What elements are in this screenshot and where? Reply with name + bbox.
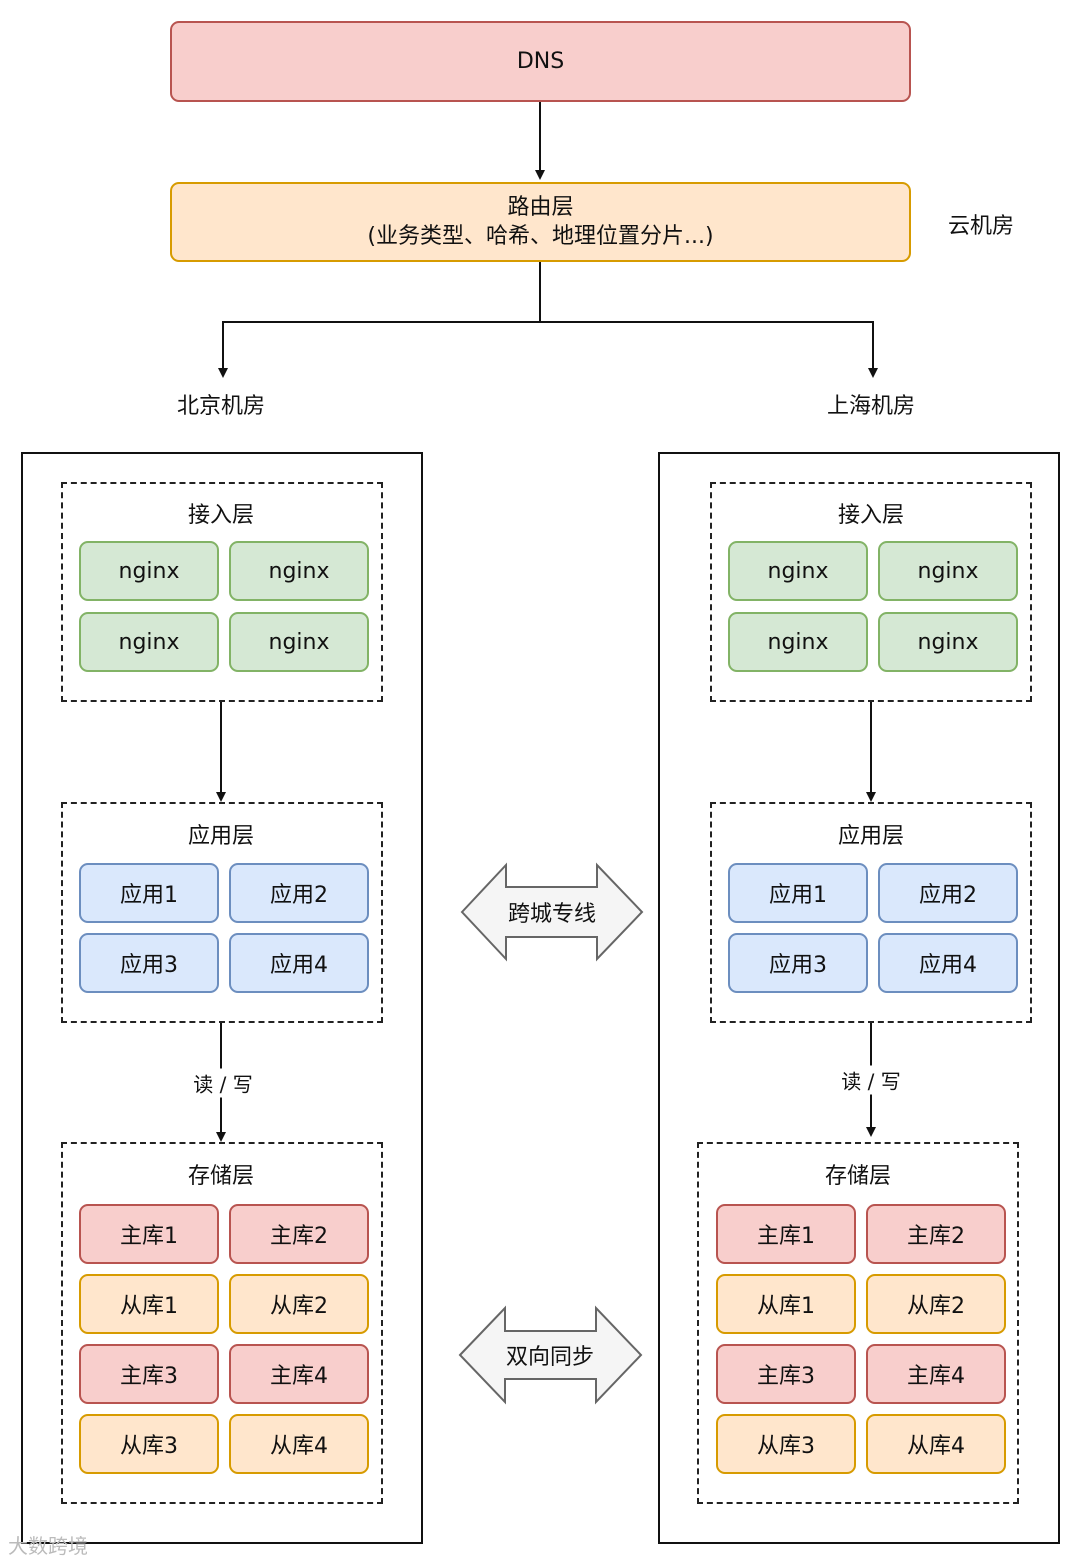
bj-nginx-node: nginx [229,541,369,601]
sh-slave-db: 从库1 [716,1274,856,1334]
cross-city-double-arrow [460,862,644,962]
bj-app-node: 应用2 [229,863,369,923]
shanghai-room-label: 上海机房 [826,394,916,419]
bj-master-db: 主库4 [229,1344,369,1404]
sh-slave-db: 从库2 [866,1274,1006,1334]
bj-app-node: 应用4 [229,933,369,993]
sh-app-layer-title: 应用层 [837,824,905,849]
sh-master-db: 主库2 [866,1204,1006,1264]
bj-slave-db: 从库2 [229,1274,369,1334]
sh-nginx-node: nginx [878,612,1018,672]
sh-slave-db: 从库3 [716,1414,856,1474]
cross-city-line-label: 跨城专线 [507,902,597,927]
sh-nginx-node: nginx [728,612,868,672]
sh-master-db: 主库3 [716,1344,856,1404]
cloud-room-label: 云机房 [947,214,1015,239]
bj-storage-layer-title: 存储层 [187,1164,255,1189]
bj-read-write-label: 读 / 写 [189,1068,257,1098]
sh-master-db: 主库1 [716,1204,856,1264]
bj-app-layer [61,802,383,1023]
beijing-room-label: 北京机房 [176,394,266,419]
beijing-datacenter [21,452,423,1544]
sh-storage-layer [697,1142,1019,1504]
bj-app-node: 应用1 [79,863,219,923]
watermark: 大数跨境 [8,1534,88,1558]
routing-layer-box: 路由层 (业务类型、哈希、地理位置分片...) [170,182,911,262]
sh-access-layer [710,482,1032,702]
bj-access-layer [61,482,383,702]
bj-nginx-node: nginx [79,612,219,672]
sh-app-node: 应用1 [728,863,868,923]
dns-label: DNS [516,49,565,74]
bidirectional-sync-label: 双向同步 [505,1345,595,1370]
bj-nginx-node: nginx [229,612,369,672]
sh-app-node: 应用3 [728,933,868,993]
bj-slave-db: 从库1 [79,1274,219,1334]
bj-storage-layer [61,1142,383,1504]
router-to-beijing-arrow [218,262,541,378]
bj-access-layer-title: 接入层 [187,503,255,528]
sh-master-db: 主库4 [866,1344,1006,1404]
dns-box: DNS [170,21,911,102]
bj-nginx-node: nginx [79,541,219,601]
sh-slave-db: 从库4 [866,1414,1006,1474]
sh-app-node: 应用2 [878,863,1018,923]
bj-master-db: 主库2 [229,1204,369,1264]
sh-nginx-node: nginx [728,541,868,601]
sh-storage-layer-title: 存储层 [824,1164,892,1189]
bj-app-layer-title: 应用层 [187,824,255,849]
routing-layer-title: 路由层 [507,195,574,220]
bj-app-node: 应用3 [79,933,219,993]
sh-access-layer-title: 接入层 [837,503,905,528]
sh-read-write-label: 读 / 写 [837,1065,905,1095]
bj-slave-db: 从库3 [79,1414,219,1474]
sh-nginx-node: nginx [878,541,1018,601]
sh-app-node: 应用4 [878,933,1018,993]
bj-slave-db: 从库4 [229,1414,369,1474]
bj-master-db: 主库1 [79,1204,219,1264]
sync-double-arrow [458,1305,643,1405]
sh-app-layer [710,802,1032,1023]
shanghai-datacenter [658,452,1060,1544]
bj-master-db: 主库3 [79,1344,219,1404]
routing-layer-subtitle: (业务类型、哈希、地理位置分片...) [367,224,714,249]
router-to-shanghai-arrow [540,321,878,378]
